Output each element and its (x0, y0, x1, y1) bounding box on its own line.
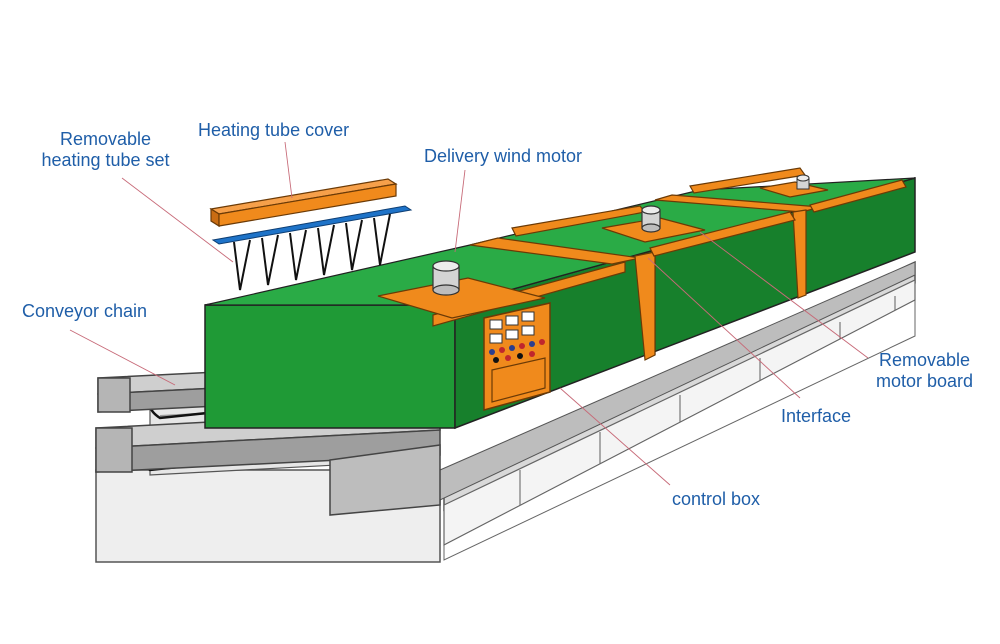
label-conveyor-chain: Conveyor chain (22, 301, 148, 321)
label-interface: Interface (781, 406, 852, 426)
motors (432, 174, 810, 296)
label-heating-tube-cover: Heating tube cover (198, 120, 350, 140)
motor-2 (641, 205, 661, 233)
oven-body (204, 177, 916, 430)
base-frame (95, 260, 916, 563)
heating-tube-cover-part (209, 178, 398, 228)
motor-3 (796, 174, 810, 190)
label-control-box: control box (672, 489, 761, 509)
leader-lines (69, 141, 869, 486)
motor-1 (432, 260, 460, 296)
label-motor-board: Removable motor board (875, 350, 974, 391)
label-delivery-wind-motor: Delivery wind motor (424, 146, 583, 166)
label-heating-tube-set: Removable heating tube set (41, 129, 170, 170)
heating-tube-set-part (211, 205, 413, 291)
control-box (483, 302, 551, 411)
